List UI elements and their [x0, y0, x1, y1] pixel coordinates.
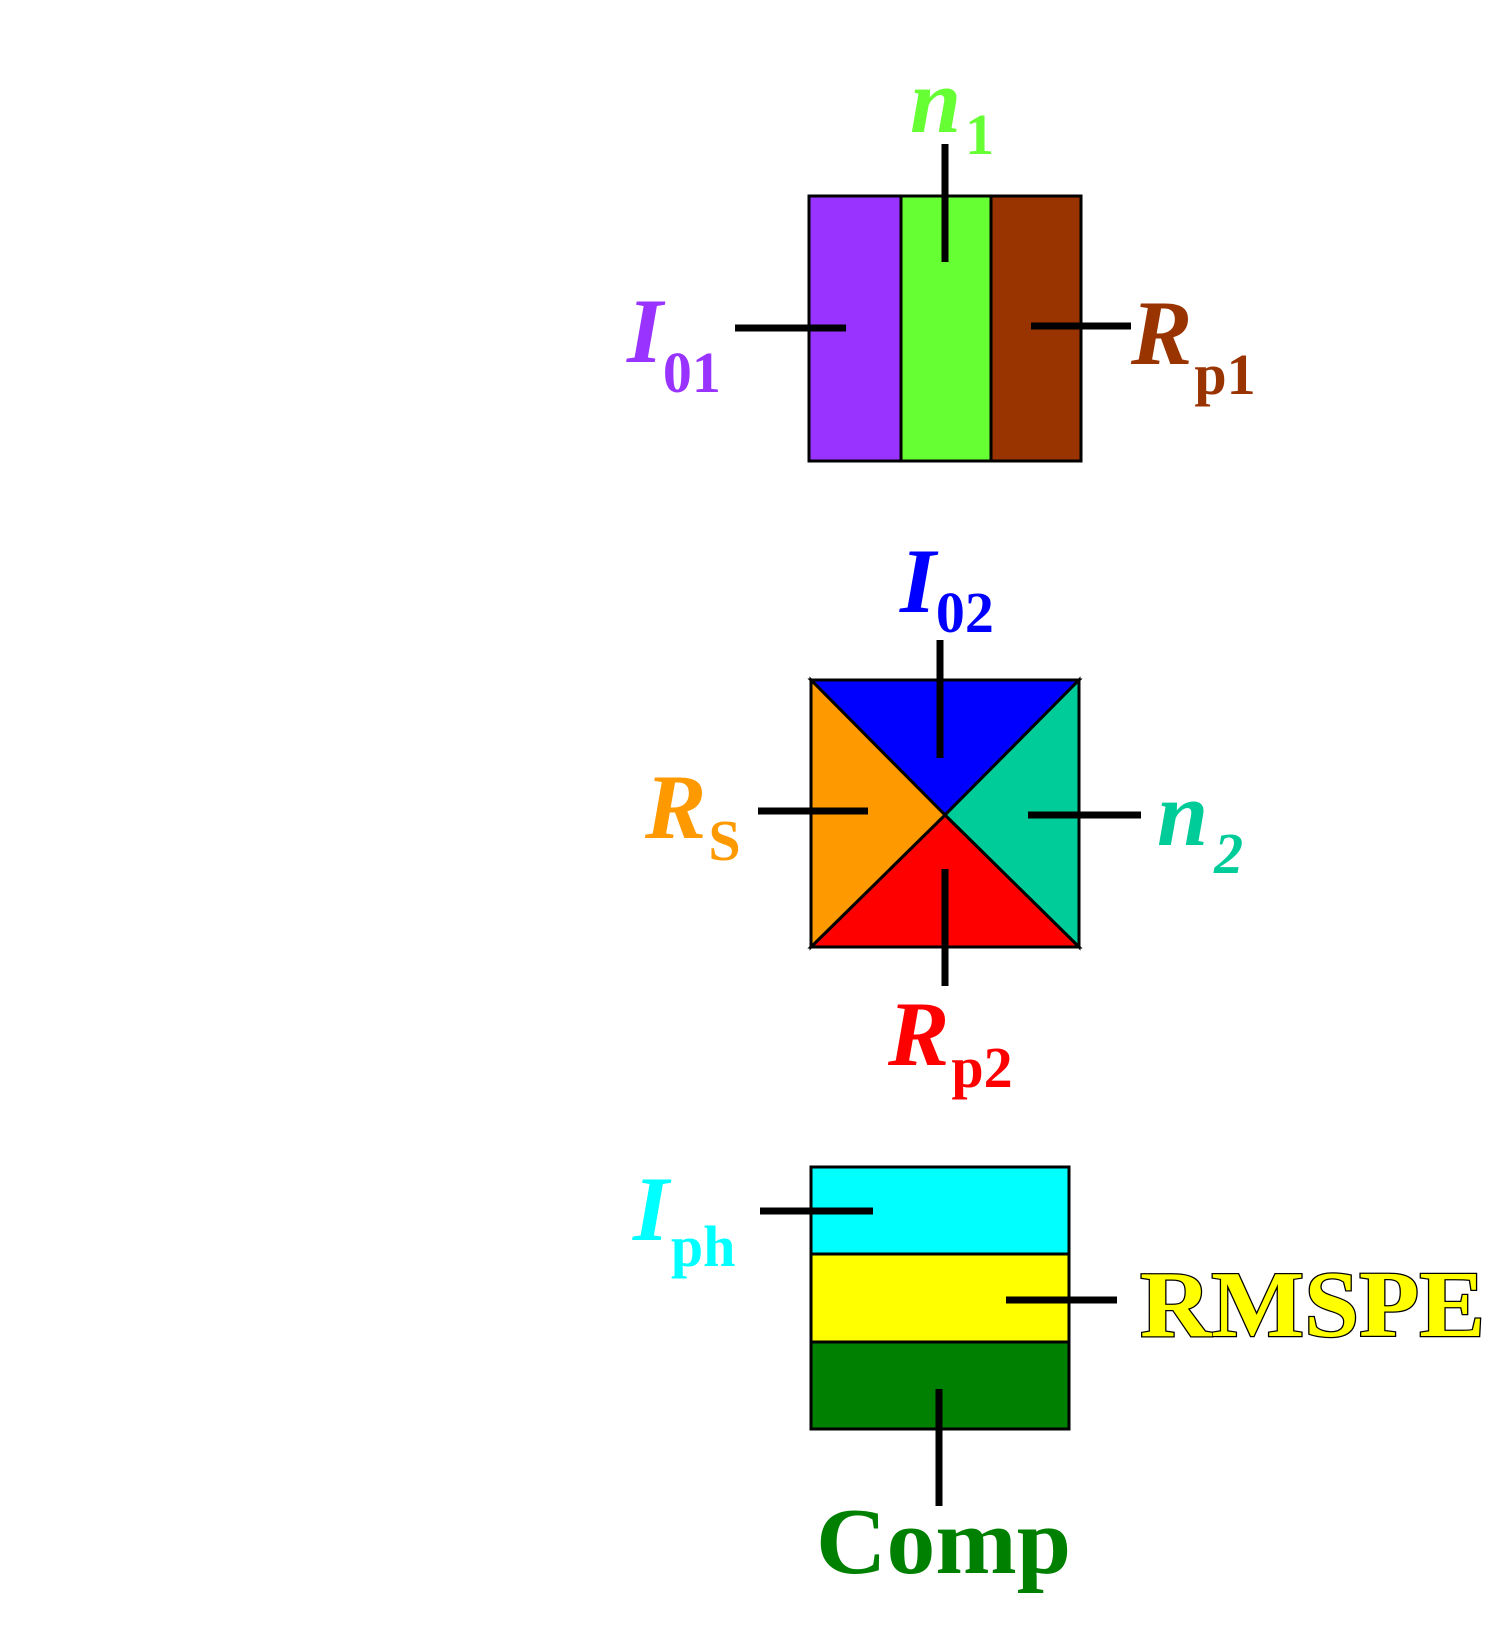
label-iph: Iph	[632, 1158, 735, 1279]
top-legend-box: n1 I01 Rp1	[626, 50, 1256, 463]
label-comp: Comp	[816, 1490, 1071, 1594]
label-i02: I02	[899, 530, 994, 645]
bottom-legend-box: Iph RMSPE Comp	[632, 1158, 1486, 1594]
label-n1: n1	[910, 50, 994, 167]
label-rmspe: RMSPE	[1140, 1253, 1485, 1357]
label-rp2: Rp2	[887, 983, 1013, 1100]
label-rs: RS	[644, 756, 741, 873]
label-i01: I01	[626, 280, 721, 405]
label-rp1: Rp1	[1130, 282, 1256, 407]
